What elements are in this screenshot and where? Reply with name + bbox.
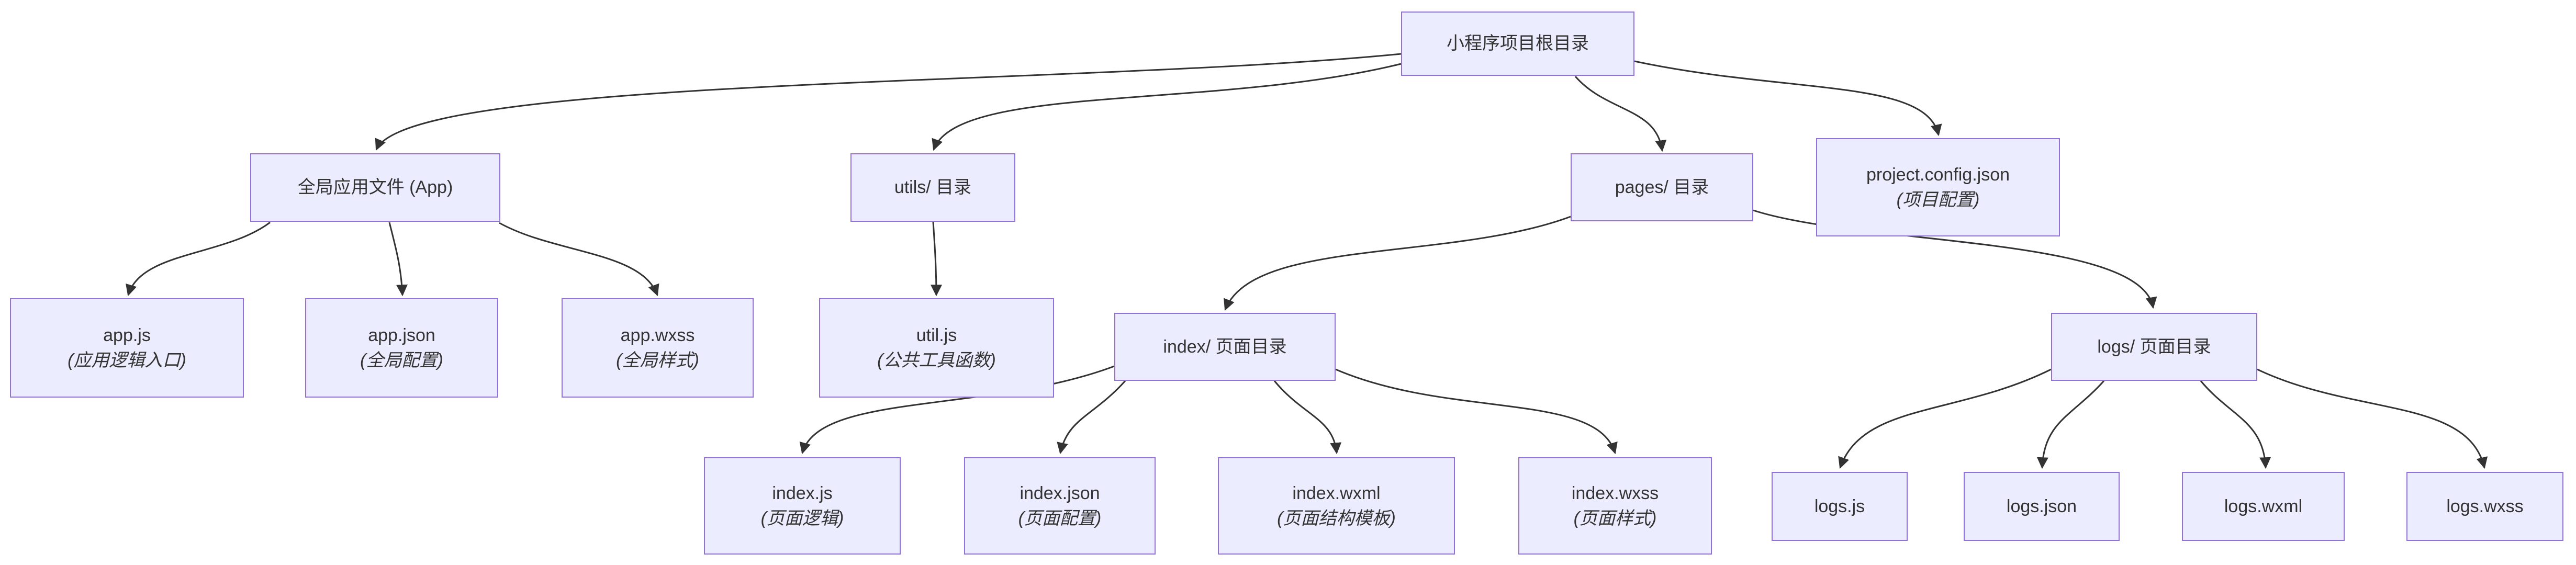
node-index-js: index.js (页面逻辑) [704, 457, 901, 555]
node-index-js-label: index.js [772, 483, 833, 503]
node-logs-wxml-label: logs.wxml [2224, 496, 2303, 516]
node-logs-dir-label: logs/ 页面目录 [2097, 336, 2211, 357]
node-index-dir-label: index/ 页面目录 [1163, 336, 1287, 357]
node-index-json: index.json (页面配置) [964, 457, 1156, 555]
node-logs-dir: logs/ 页面目录 [2051, 313, 2257, 381]
node-index-wxss-label: index.wxss [1571, 483, 1659, 503]
node-index-wxss-sublabel: (页面样式) [1573, 508, 1657, 528]
edge-pages-dir-to-logs-dir [1753, 209, 2157, 309]
edge-logs-dir-to-logs-js [1838, 368, 2052, 469]
edge-logs-dir-to-logs-wxss [2257, 368, 2488, 469]
node-app-wxss-sublabel: (全局样式) [616, 351, 699, 370]
node-logs-json-label: logs.json [2006, 496, 2077, 516]
node-logs-json: logs.json [1964, 472, 2120, 541]
node-app-js-sublabel: (应用逻辑入口) [68, 351, 186, 370]
node-logs-wxss: logs.wxss [2406, 472, 2563, 541]
node-pages-dir: pages/ 目录 [1571, 153, 1753, 221]
node-index-json-sublabel: (页面配置) [1018, 508, 1102, 528]
edge-root-to-project-config [1634, 60, 1942, 137]
node-app-js-label: app.js [103, 325, 151, 345]
node-util-js-sublabel: (公共工具函数) [877, 351, 996, 370]
node-project-config-label: project.config.json [1866, 164, 2010, 185]
node-pages-dir-label: pages/ 目录 [1615, 177, 1709, 197]
node-index-wxml-sublabel: (页面结构模板) [1277, 508, 1396, 528]
edge-utils-dir-to-util-js [930, 221, 942, 297]
node-app-global-label: 全局应用文件 (App) [297, 177, 453, 198]
node-index-wxml-label: index.wxml [1292, 483, 1381, 503]
edge-app-global-to-app-json [388, 222, 408, 297]
edge-index-dir-to-index-js [799, 365, 1115, 455]
node-app-wxss: app.wxss (全局样式) [562, 298, 754, 398]
edge-pages-dir-to-index-dir [1224, 216, 1571, 311]
edge-index-dir-to-index-wxss [1335, 368, 1618, 455]
node-app-json-label: app.json [368, 325, 435, 345]
edge-root-to-app-global [375, 53, 1402, 151]
node-index-js-sublabel: (页面逻辑) [760, 508, 844, 528]
node-index-dir: index/ 页面目录 [1114, 313, 1336, 381]
edge-index-dir-to-index-json [1057, 380, 1126, 455]
node-logs-js: logs.js [1772, 472, 1908, 541]
edge-app-global-to-app-wxss [499, 222, 659, 297]
node-index-wxml: index.wxml (页面结构模板) [1218, 457, 1455, 555]
node-util-js-label: util.js [916, 325, 957, 345]
edge-logs-dir-to-logs-json [2036, 380, 2105, 469]
edge-root-to-utils-dir [932, 63, 1402, 151]
node-utils-dir-label: utils/ 目录 [894, 177, 972, 198]
node-app-global: 全局应用文件 (App) [250, 153, 500, 222]
node-logs-wxss-label: logs.wxss [2446, 496, 2524, 516]
node-app-wxss-label: app.wxss [620, 325, 695, 345]
node-index-json-label: index.json [1020, 483, 1100, 503]
node-logs-wxml: logs.wxml [2182, 472, 2345, 541]
node-app-json: app.json (全局配置) [305, 298, 498, 398]
edge-index-dir-to-index-wxml [1273, 380, 1342, 455]
node-app-js: app.js (应用逻辑入口) [10, 298, 244, 398]
node-index-wxss: index.wxss (页面样式) [1518, 457, 1712, 555]
node-utils-dir: utils/ 目录 [850, 153, 1015, 222]
node-util-js: util.js (公共工具函数) [819, 298, 1054, 398]
edge-logs-dir-to-logs-wxml [2200, 380, 2271, 469]
node-root: 小程序项目根目录 [1401, 12, 1634, 76]
edge-root-to-pages-dir [1574, 76, 1667, 152]
node-logs-js-label: logs.js [1814, 496, 1865, 516]
node-project-config: project.config.json (项目配置) [1816, 138, 2060, 236]
node-app-json-sublabel: (全局配置) [360, 351, 443, 370]
node-root-label: 小程序项目根目录 [1447, 33, 1589, 54]
node-project-config-sublabel: (项目配置) [1896, 190, 1980, 210]
edge-app-global-to-app-js [126, 221, 271, 297]
